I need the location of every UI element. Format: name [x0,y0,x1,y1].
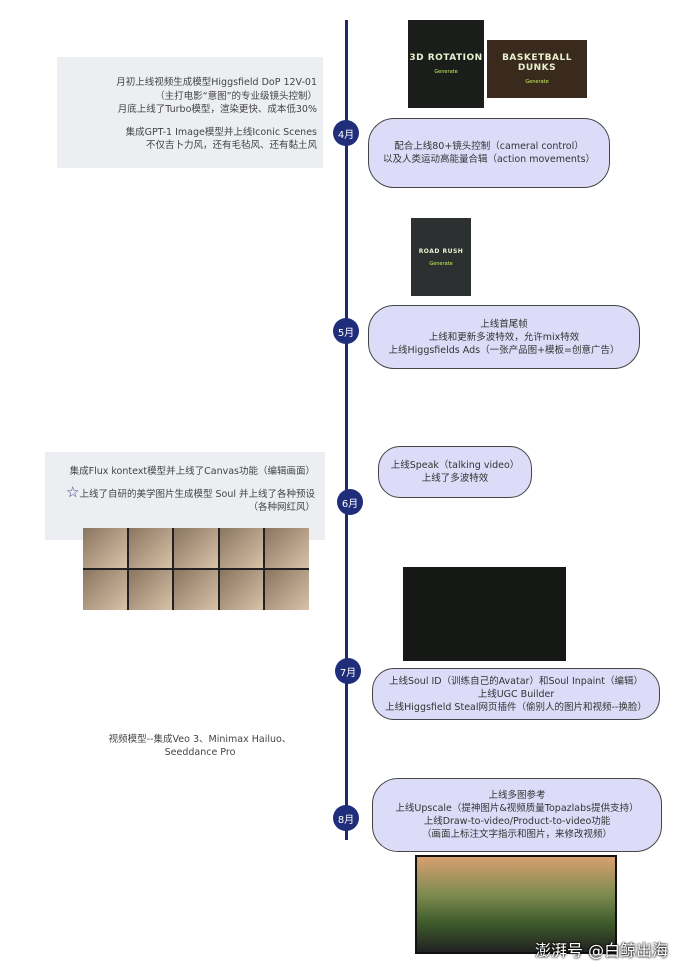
ugc-builder-screenshot [403,567,566,661]
note-line: 不仅吉卜力风，还有毛毡风、还有黏土风 [145,140,317,151]
note-line: （主打电影“意图”的专业级镜头控制） [155,90,317,102]
bubble-line: 以及人类运动高能量合辑（action movements） [382,154,596,165]
soul-image-collage [83,528,309,610]
thumbnail-title: ROAD RUSH [418,247,464,255]
bubble-line: 上线多图参考 [488,790,546,801]
bubble-line: 上线Upscale（提神图片&视频质量Topazlabs提供支持） [395,803,639,814]
note-line: 集成GPT-1 Image模型并上线Iconic Scenes [125,126,317,138]
note-line: 月初上线视频生成模型Higgsfield DoP 12V-01 [116,77,317,88]
generate-label: Generate [525,79,549,85]
draw-to-video-screenshot [415,855,617,954]
thumbnail-basketball: BASKETBALL DUNKS Generate [487,40,587,98]
timeline-line [345,20,348,840]
generate-label: Generate [429,260,453,267]
bubble-line: 上线和更新多波特效，允许mix特效 [428,331,580,343]
star-icon: ☆ [66,482,80,501]
note-line: （各种网红风） [248,502,315,513]
july-bubble: 上线Soul ID（训练自己的Avatar）和Soul Inpaint（编辑） … [372,668,660,720]
bubble-line: （画面上标注文字指示和图片，来修改视频） [421,829,612,840]
august-bubble: 上线多图参考 上线Upscale（提神图片&视频质量Topazlabs提供支持）… [372,778,662,852]
bubble-line: 上线Higgsfields Ads（一张产品图+模板=创意广告） [388,344,620,356]
month-marker-july: 7月 [335,658,361,684]
bubble-line: 上线Higgsfield Steal网页插件（偷别人的图片和视频--换脸） [385,701,647,713]
bubble-line: 配合上线80+镜头控制（cameral control） [394,141,584,152]
bubble-line: 上线Soul ID（训练自己的Avatar）和Soul Inpaint（编辑） [388,675,644,687]
july-note: 视频模型--集成Veo 3、Minimax Hailuo、 Seeddance … [80,733,320,759]
note-line: 月底上线了Turbo模型，渲染更快、成本低30% [117,104,317,115]
thumbnail-road-rush: ROAD RUSH Generate [411,218,471,296]
bubble-line: 上线UGC Builder [477,688,555,700]
thumbnail-title: 3D ROTATION [409,53,483,63]
month-marker-april: 4月 [333,120,359,146]
month-marker-june: 6月 [337,489,363,515]
bubble-line: 上线Speak（talking video） [390,460,520,471]
may-bubble: 上线首尾帧 上线和更新多波特效，允许mix特效 上线Higgsfields Ad… [368,305,640,369]
month-marker-may: 5月 [333,318,359,344]
june-note: 集成Flux kontext模型并上线了Canvas功能（编辑画面） ☆上线了自… [45,452,325,540]
april-bubble: 配合上线80+镜头控制（cameral control） 以及人类运动高能量合辑… [368,118,610,188]
generate-label: Generate [434,69,458,75]
thumbnail-title: BASKETBALL DUNKS [502,53,572,73]
note-line: Seeddance Pro [164,747,236,758]
note-line: 集成Flux kontext模型并上线了Canvas功能（编辑画面） [69,466,315,477]
june-bubble: 上线Speak（talking video） 上线了多波特效 [378,446,532,498]
thumbnail-3d-rotation: 3D ROTATION Generate [408,20,484,108]
bubble-line: 上线首尾帧 [480,318,528,330]
bubble-line: 上线Draw-to-video/Product-to-video功能 [423,816,611,827]
note-line: 视频模型--集成Veo 3、Minimax Hailuo、 [108,734,292,745]
april-note: 月初上线视频生成模型Higgsfield DoP 12V-01 （主打电影“意图… [57,57,323,168]
watermark: 澎湃号 @白鲸出海 [535,941,669,960]
bubble-line: 上线了多波特效 [421,473,489,484]
month-marker-august: 8月 [333,805,359,831]
note-line: 上线了自研的美学图片生成模型 Soul 并上线了各种预设 [79,488,315,500]
